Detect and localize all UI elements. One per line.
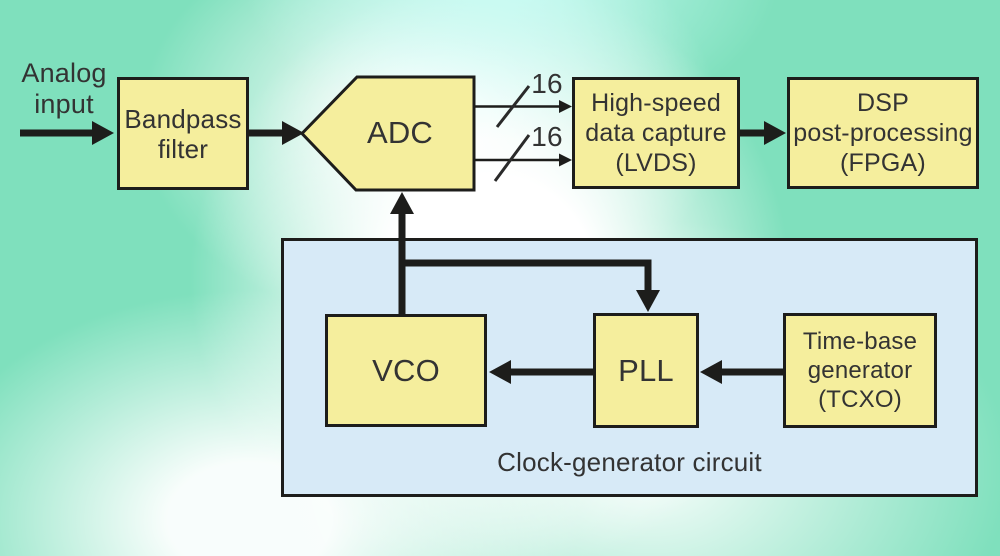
bus-slash-top <box>495 85 531 128</box>
vco-to-adc-arrow <box>390 192 414 316</box>
pll-block: PLL <box>593 313 699 428</box>
bus-slash-bottom <box>493 134 531 182</box>
capture-to-dsp-arrow <box>740 121 786 145</box>
adc-shape <box>299 75 476 192</box>
vco-feedback-to-pll-arrow <box>398 259 660 312</box>
bus-width-bottom-label: 16 <box>531 121 563 152</box>
adc-block-label: ADC <box>366 115 434 150</box>
input-arrow <box>20 121 114 145</box>
analog-input-label: Analog input <box>21 58 107 119</box>
clock-generator-label: Clock-generator circuit <box>497 447 762 477</box>
bus-line-top <box>474 100 572 113</box>
bandpass-filter-block: Bandpass filter <box>117 77 249 190</box>
bus-width-top-label: 16 <box>531 68 563 99</box>
data-capture-block: High-speed data capture (LVDS) <box>572 77 740 189</box>
dsp-block: DSP post-processing (FPGA) <box>787 77 979 189</box>
pll-to-vco-arrow <box>489 360 593 384</box>
bus-line-bottom <box>474 153 572 167</box>
timebase-block: Time-base generator (TCXO) <box>783 313 937 428</box>
vco-block: VCO <box>325 314 487 427</box>
bandpass-to-adc-arrow <box>248 121 304 145</box>
timebase-to-pll-arrow <box>700 360 783 384</box>
